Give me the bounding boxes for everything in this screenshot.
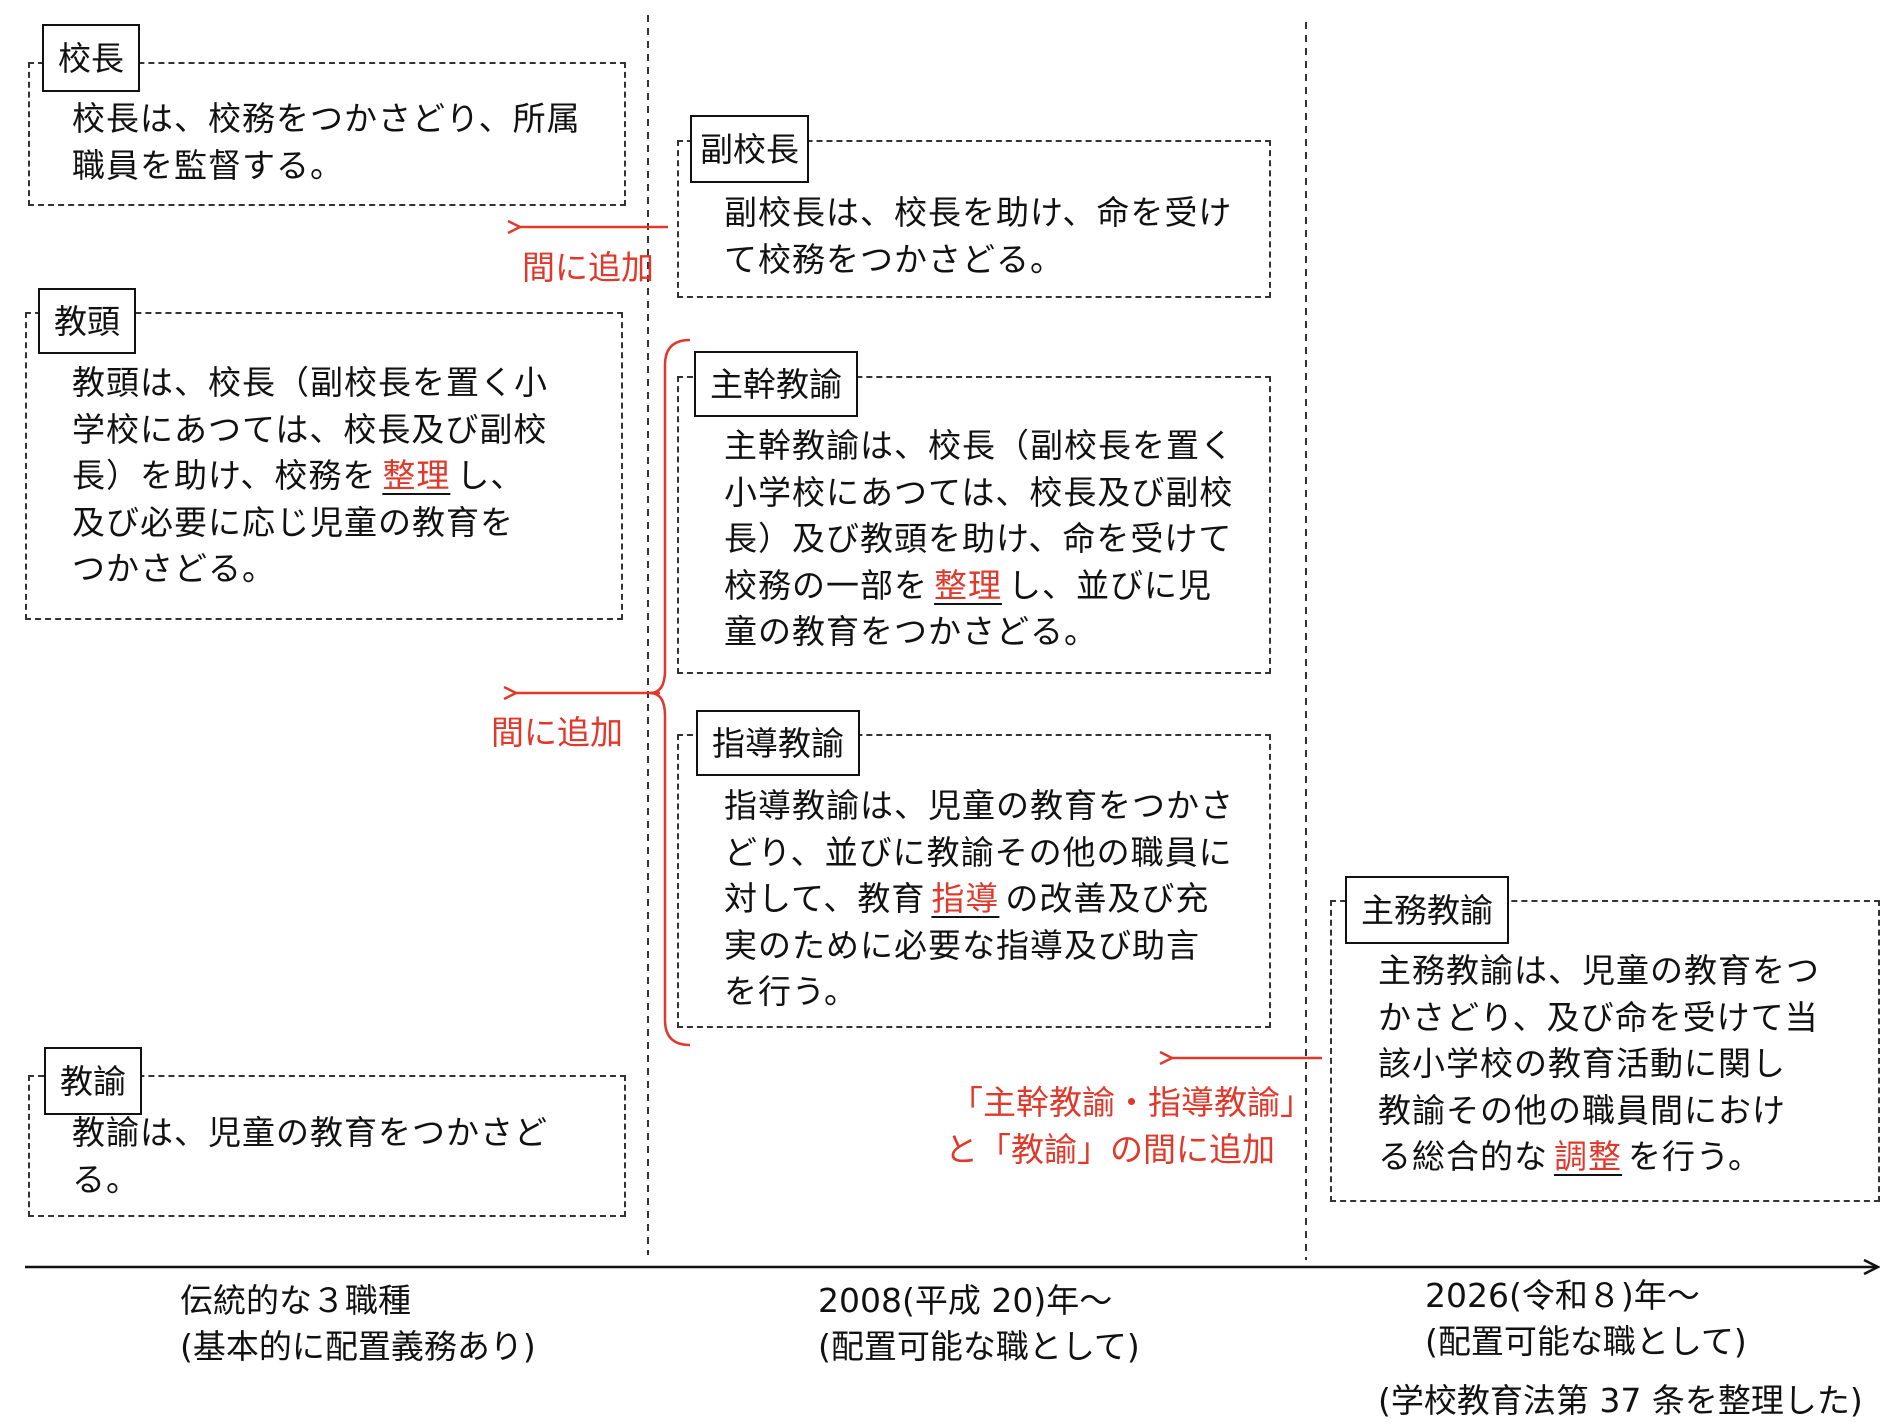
description-line: 長）及び教頭を助け、命を受けて (724, 519, 1233, 558)
chief-teacher-desc: 主幹教諭は、校長（副校長を置く小学校にあつては、校長及び副校長）及び教頭を助け、… (724, 423, 1234, 656)
guidance-teacher-desc: 指導教諭は、児童の教育をつかさどり、並びに教諭その他の職員に対して、教育指導の改… (724, 783, 1234, 1016)
era2-sub: (配置可能な職として) (818, 1327, 1140, 1366)
era1-sub: (基本的に配置義務あり) (180, 1327, 536, 1366)
head-teacher-box (25, 312, 623, 620)
description-line: 教諭その他の職員間におけ (1378, 1090, 1786, 1130)
source-note: (学校教育法第 37 条を整理した) (1378, 1381, 1863, 1420)
description-line: 教諭は、児童の教育をつかさど (72, 1113, 548, 1152)
description-line: 童の教育をつかさどる。 (724, 612, 1098, 651)
add-between-label-3b: と「教諭」の間に追加 (945, 1130, 1275, 1169)
highlighted-keyword: 調整 (1554, 1137, 1622, 1176)
description-line: 指導教諭は、児童の教育をつかさ (724, 786, 1234, 825)
teacher-box (28, 1075, 626, 1217)
description-line: かさどり、及び命を受けて当 (1378, 997, 1819, 1037)
add-between-label-2: 間に追加 (491, 713, 623, 752)
description-line: 主務教諭は、児童の教育をつ (1378, 951, 1820, 990)
chief-teacher-title: 主幹教諭 (694, 351, 858, 417)
description-line: 長）を助け、校務を整理し、 (72, 453, 548, 500)
description-line: 校長は、校務をつかさどり、所属 (72, 99, 581, 138)
era3-label: 2026(令和８)年〜 (1425, 1276, 1700, 1315)
description-line: 教頭は、校長（副校長を置く小 (72, 363, 548, 402)
coordinating-teacher-desc: 主務教諭は、児童の教育をつかさどり、及び命を受けて当該小学校の教育活動に関し教諭… (1378, 948, 1820, 1181)
description-line: る。 (72, 1159, 140, 1199)
guidance-teacher-title: 指導教諭 (696, 710, 860, 776)
add-between-label-3a: 「主幹教諭・指導教諭」 (950, 1083, 1313, 1122)
principal-box (28, 62, 626, 206)
highlighted-keyword: 整理 (934, 565, 1002, 605)
principal-desc: 校長は、校務をつかさどり、所属職員を監督する。 (72, 96, 581, 189)
description-line: 職員を監督する。 (72, 145, 344, 185)
teacher-title: 教諭 (44, 1047, 142, 1115)
era3-sub: (配置可能な職として) (1425, 1322, 1747, 1361)
head-teacher-desc: 教頭は、校長（副校長を置く小学校にあつては、校長及び副校長）を助け、校務を整理し… (72, 360, 548, 593)
description-line: 校務の一部を整理し、並びに児 (724, 563, 1234, 610)
coordinating-teacher-box (1330, 900, 1880, 1202)
description-line: 実のために必要な指導及び助言 (724, 925, 1200, 965)
description-line: 主幹教諭は、校長（副校長を置く (724, 426, 1234, 465)
chief-teacher-box (677, 376, 1271, 674)
description-line: を行う。 (724, 972, 859, 1011)
head-teacher-title: 教頭 (38, 288, 136, 354)
description-line: 副校長は、校長を助け、命を受け (724, 193, 1233, 232)
description-line: 該小学校の教育活動に関し (1378, 1044, 1786, 1083)
teacher-desc: 教諭は、児童の教育をつかさどる。 (72, 1110, 548, 1203)
era2-label: 2008(平成 20)年〜 (818, 1281, 1113, 1320)
vice-principal-desc: 副校長は、校長を助け、命を受けて校務をつかさどる。 (724, 190, 1232, 283)
description-line: 及び必要に応じ児童の教育を (72, 502, 514, 542)
highlighted-keyword: 整理 (382, 456, 451, 495)
description-line: つかさどる。 (72, 549, 276, 588)
highlighted-keyword: 指導 (931, 879, 1000, 918)
vice-principal-title: 副校長 (690, 115, 809, 183)
coordinating-teacher-title: 主務教諭 (1345, 876, 1509, 944)
description-line: て校務をつかさどる。 (724, 239, 1064, 279)
description-line: 学校にあつては、校長及び副校 (72, 409, 548, 449)
description-line: 対して、教育指導の改善及び充 (724, 876, 1234, 923)
vice-principal-box (677, 140, 1271, 298)
bracket (649, 338, 691, 1047)
description-line: どり、並びに教諭その他の職員に (724, 832, 1233, 872)
era1-label: 伝統的な３職種 (180, 1281, 411, 1320)
principal-title: 校長 (42, 24, 140, 92)
add-between-label-1: 間に追加 (522, 248, 654, 287)
guidance-teacher-box (677, 734, 1271, 1028)
description-line: 小学校にあつては、校長及び副校 (724, 472, 1234, 512)
description-line: る総合的な調整を行う。 (1378, 1134, 1820, 1181)
